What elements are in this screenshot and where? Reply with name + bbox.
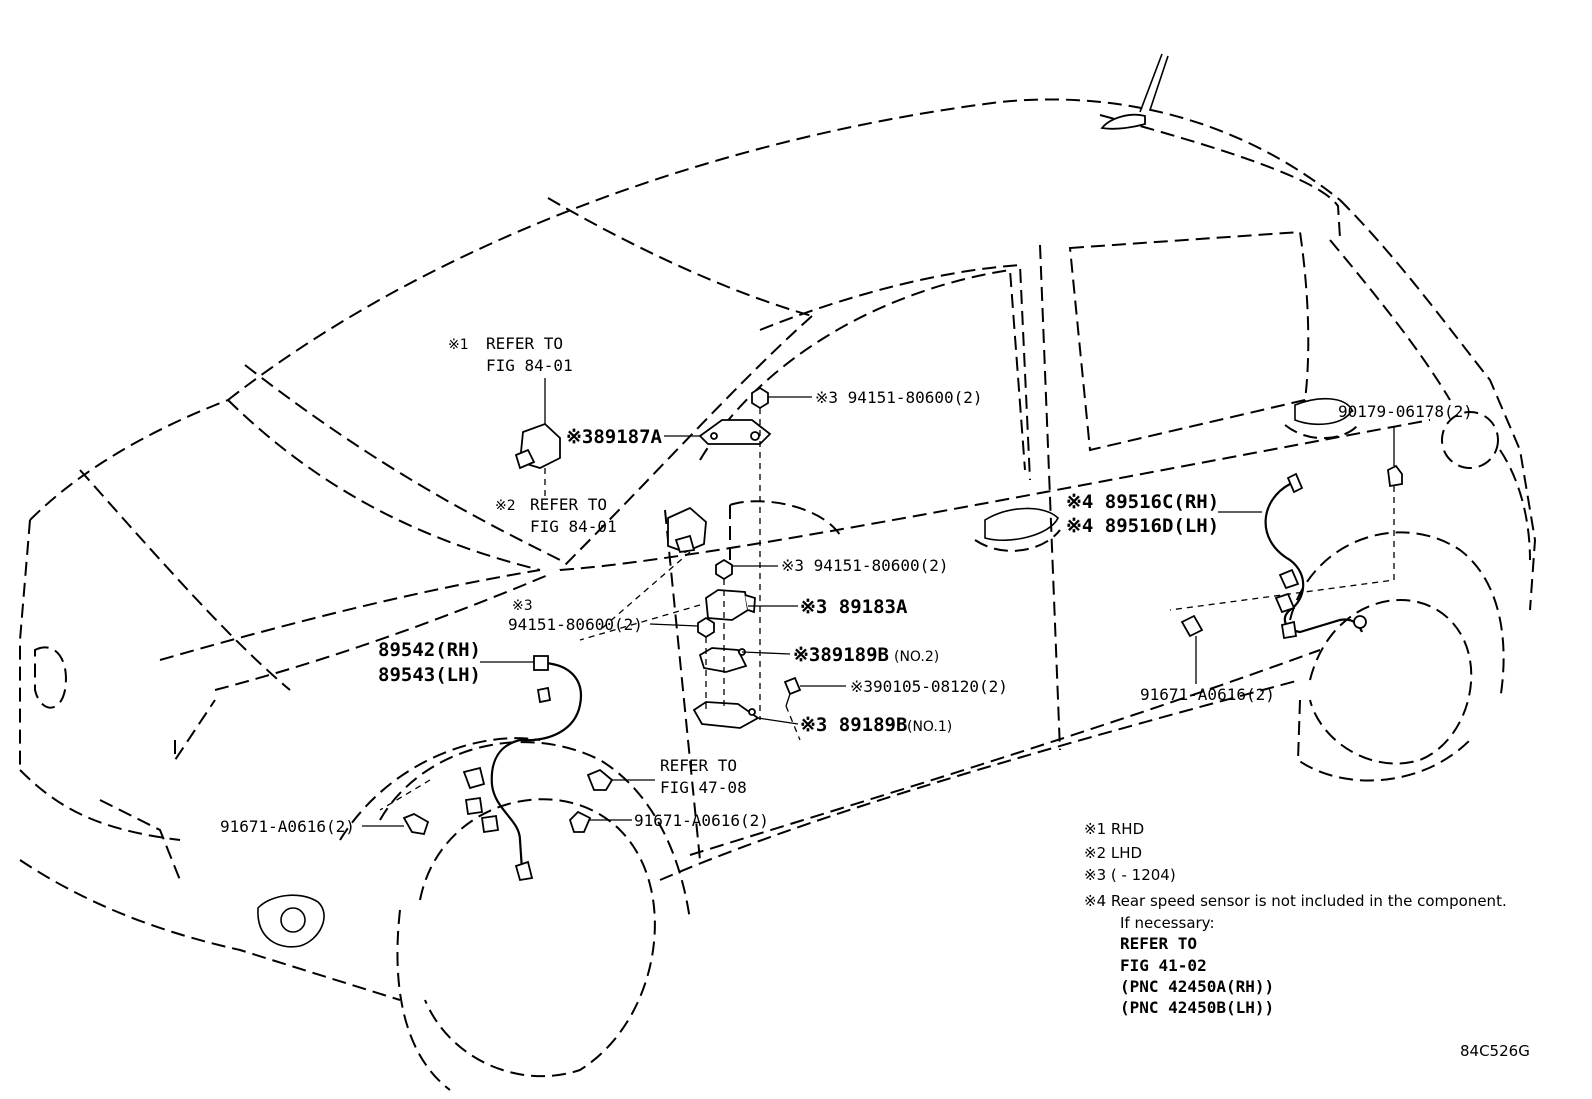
note-refer-to: REFER TO xyxy=(1120,934,1197,953)
bracket-89189b-no1 xyxy=(692,701,760,729)
bolt-rear xyxy=(1180,614,1204,638)
airbag-sensor-rhd xyxy=(514,378,561,470)
bolt-front-center xyxy=(568,810,592,833)
label-89189b-no2-suffix: (NO.2) xyxy=(894,649,939,665)
figure-code: 84C526G xyxy=(1460,1042,1530,1060)
bracket-89187a xyxy=(698,419,772,445)
note-rear-sensor: ※4 Rear speed sensor is not included in … xyxy=(1084,892,1507,910)
car-outline xyxy=(19,98,1537,1091)
clip-90179 xyxy=(1387,464,1403,488)
rear-speed-sensor-harness xyxy=(1264,472,1367,640)
bolt-front-left xyxy=(402,813,430,836)
label-89183a: ※3 89183A xyxy=(800,596,908,618)
ref47-line2: FIG 47-08 xyxy=(660,778,747,797)
label-89542: 89542(RH) xyxy=(378,639,481,661)
part-labels: ※1 REFER TO FIG 84-01 ※2 REFER TO FIG 84… xyxy=(220,334,1473,836)
leader-lines xyxy=(362,396,1395,827)
label-90105: ※390105-08120(2) xyxy=(850,677,1008,696)
note-pnc-rh: (PNC 42450A(RH)) xyxy=(1120,977,1274,996)
note-if-necessary: If necessary: xyxy=(1120,914,1215,932)
notes-block: ※1 RHD ※2 LHD ※3 ( - 1204) ※4 Rear speed… xyxy=(1084,820,1507,1017)
ref2-line1: REFER TO xyxy=(530,495,607,514)
airbag-sensor-lhd xyxy=(667,506,707,553)
bolt-90105 xyxy=(783,676,802,707)
label-94151-mid: ※3 94151-80600(2) xyxy=(781,556,949,575)
label-89189b-no1-suffix: (NO.1) xyxy=(907,719,952,735)
ref2-mark: ※2 xyxy=(495,498,516,514)
ecu-89183a xyxy=(705,589,756,621)
bracket-89189b-no2 xyxy=(698,647,748,673)
note-lhd: ※2 LHD xyxy=(1084,844,1142,862)
label-89516c: ※4 89516C(RH) xyxy=(1066,491,1219,513)
label-89189b-no1: ※3 89189B xyxy=(800,714,907,736)
nut-top xyxy=(751,386,769,410)
nut-left xyxy=(697,616,715,639)
label-91671-rear: 91671-A0616(2) xyxy=(1140,685,1275,704)
front-speed-sensor-harness xyxy=(462,655,583,882)
roof-antenna xyxy=(1100,53,1169,130)
label-89516d: ※4 89516D(LH) xyxy=(1066,515,1219,537)
label-90179: 90179-06178(2) xyxy=(1338,402,1473,421)
label-94151-top: ※3 94151-80600(2) xyxy=(815,388,983,407)
note-rhd: ※1 RHD xyxy=(1084,820,1144,838)
label-91671-left: 91671-A0616(2) xyxy=(220,817,355,836)
label-94151-left-mark: ※3 xyxy=(512,598,533,614)
note-pnc-lh: (PNC 42450B(LH)) xyxy=(1120,998,1274,1017)
label-89187a: ※389187A xyxy=(566,426,663,448)
bolt-refer-47 xyxy=(586,768,614,791)
ref47-line1: REFER TO xyxy=(660,756,737,775)
label-94151-left: 94151-80600(2) xyxy=(508,615,643,634)
ref1-mark: ※1 xyxy=(448,337,469,353)
ref1-line2: FIG 84-01 xyxy=(486,356,573,375)
label-89189b-no2: ※389189B xyxy=(793,644,889,666)
label-91671-center: 91671-A0616(2) xyxy=(634,811,769,830)
nut-mid xyxy=(715,558,733,581)
note-fig: FIG 41-02 xyxy=(1120,956,1207,975)
note-range: ※3 ( - 1204) xyxy=(1084,866,1176,884)
ref2-line2: FIG 84-01 xyxy=(530,517,617,536)
label-89543: 89543(LH) xyxy=(378,664,481,686)
ref1-line1: REFER TO xyxy=(486,334,563,353)
